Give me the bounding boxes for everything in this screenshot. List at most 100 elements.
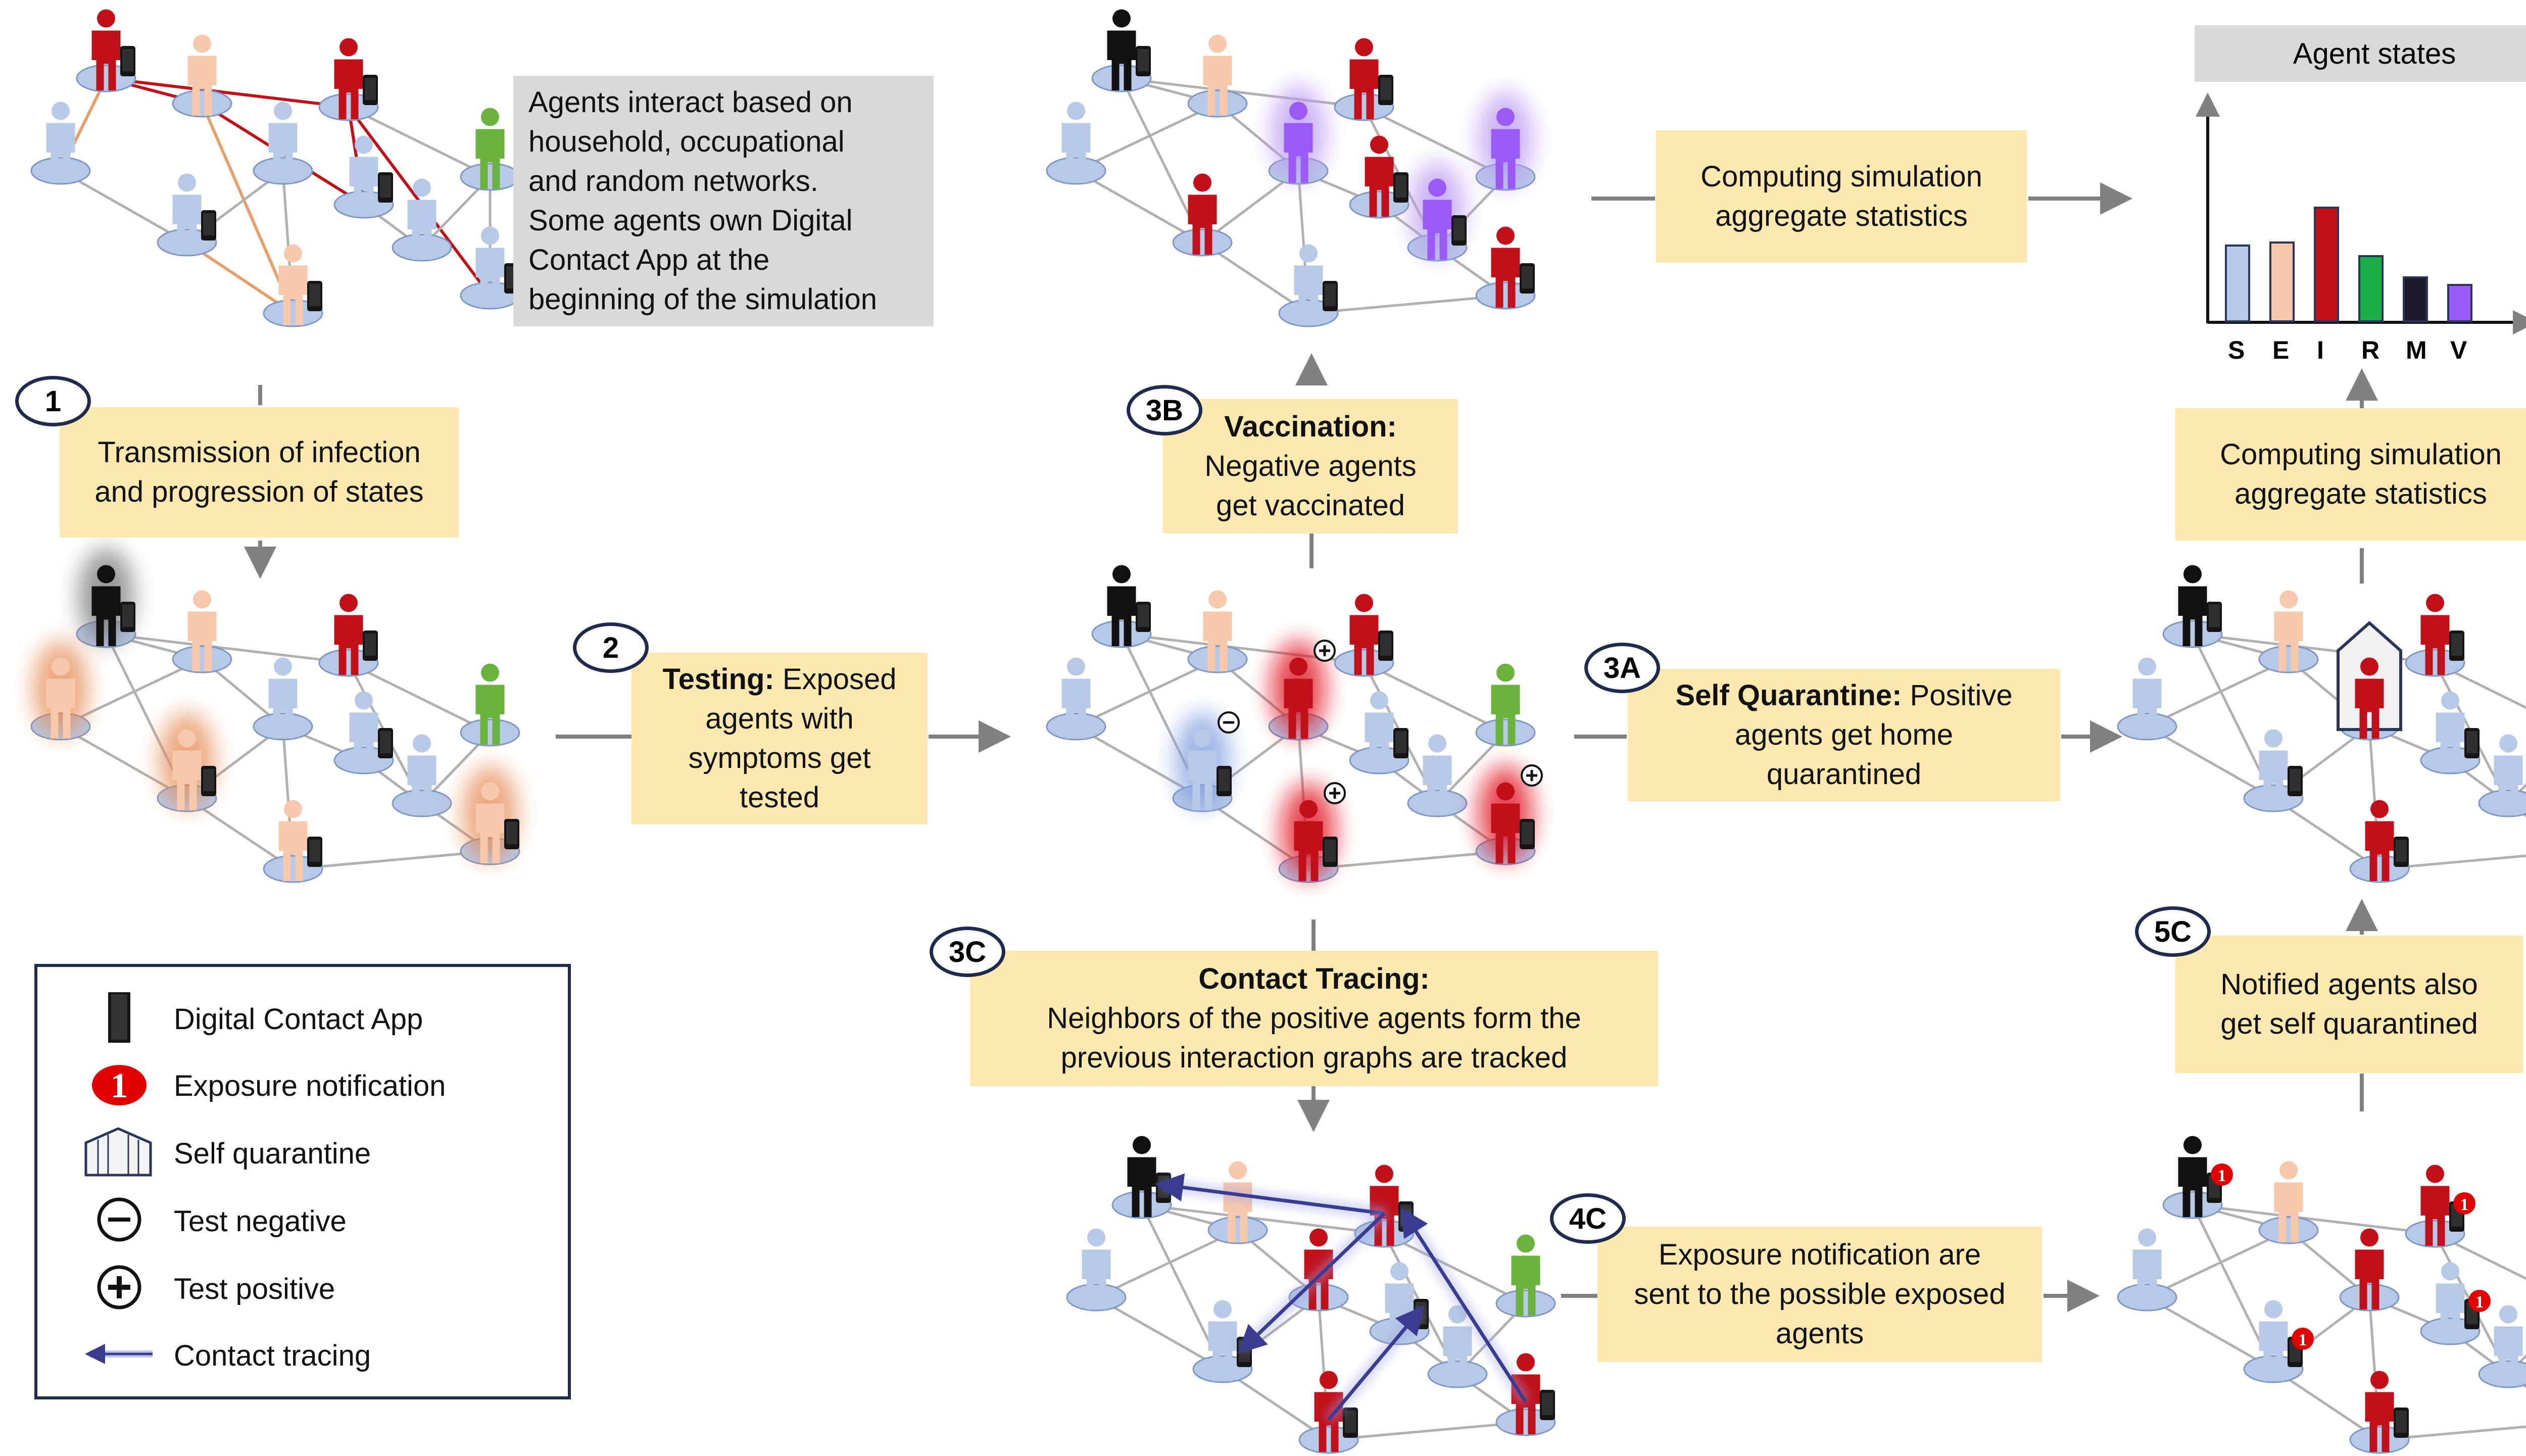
notification-glyph: 1: [2218, 1167, 2226, 1185]
minus-circle-icon: [97, 1197, 141, 1242]
network-edge: [1075, 658, 1219, 728]
bar-R: [2358, 255, 2384, 322]
phone-icon: [108, 992, 130, 1043]
tick-label: S: [2228, 336, 2245, 364]
notification-icon: [2292, 1328, 2314, 1350]
step-3b-box: Vaccination: Negative agents get vaccina…: [1163, 399, 1458, 533]
network-node: [460, 718, 520, 747]
network-node: [460, 163, 520, 191]
bar-V: [2447, 284, 2472, 322]
arrow-left-icon: [85, 1344, 153, 1364]
phone-icon: [201, 766, 216, 796]
network-edge: [2379, 854, 2526, 870]
legend: Digital Contact App 1 Exposure notificat…: [34, 964, 571, 1399]
network-edge: [60, 169, 188, 244]
network-node: [172, 89, 232, 118]
network-node: [1407, 789, 1468, 817]
step-3a-line: agents get home: [1734, 718, 1954, 751]
phone-icon: [307, 281, 322, 311]
step-2-badge: 2: [573, 622, 649, 673]
phone-icon: [2449, 630, 2464, 661]
step-3a-rest: Positive: [1902, 679, 2013, 712]
step-1-line: and progression of states: [94, 475, 424, 508]
step-3a-title-line: Self Quarantine: Positive: [1675, 676, 2012, 715]
bar-I: [2314, 207, 2339, 322]
tracing-arrow: [1237, 1212, 1386, 1354]
step-5c-line: get self quarantined: [2220, 1007, 2478, 1040]
network-testing: [1046, 565, 1543, 883]
network-edge: [1201, 241, 1309, 315]
legend-item: Self quarantine: [37, 1122, 568, 1182]
step-3c-box: Contact Tracing: Neighbors of the positi…: [970, 951, 1658, 1086]
step-3b-badge: 3B: [1127, 385, 1202, 435]
step-3c-line: Neighbors of the positive agents form th…: [1047, 1002, 1581, 1035]
legend-item: 1 Exposure notification: [37, 1054, 568, 1114]
phone-icon: [1451, 215, 1467, 246]
network-edge: [2379, 1425, 2526, 1441]
step-3b-line: Negative agents: [1204, 450, 1417, 482]
network-node: [1475, 718, 1536, 747]
network-node: [392, 789, 452, 817]
phone-icon: [2394, 1408, 2409, 1438]
house-icon: [84, 1127, 152, 1177]
network-edge: [293, 850, 491, 870]
network-node: [1066, 1283, 1127, 1312]
phone-icon: [201, 210, 216, 240]
step-1-line: Transmission of infection: [98, 436, 421, 469]
phone-icon: [1323, 837, 1338, 867]
network-edge: [2434, 1232, 2526, 1280]
network-edge: [2146, 1229, 2290, 1299]
network-node: [253, 712, 313, 741]
agent-states-chart: [2196, 92, 2526, 334]
phone-icon: [2207, 602, 2222, 632]
step-2-box: Testing: Exposed agents with symptoms ge…: [632, 653, 928, 824]
tick-label: E: [2272, 336, 2290, 364]
network-node: [392, 233, 452, 262]
network-node: [30, 157, 91, 185]
network-node: [2339, 1283, 2400, 1312]
network-edge: [1363, 106, 1507, 178]
network-edge: [2192, 1203, 2436, 1235]
step-2-line: agents with: [705, 702, 854, 735]
phone-icon: [1520, 263, 1535, 294]
network-node: [2258, 1216, 2319, 1244]
step-3b-line: get vaccinated: [1216, 489, 1405, 522]
network-node: [253, 157, 313, 185]
network-edge: [2272, 1368, 2381, 1441]
intro-line: household, occupational: [528, 125, 845, 158]
step-2-line: tested: [740, 781, 819, 814]
network-edge: [2146, 1296, 2274, 1371]
intro-line: Some agents own Digital: [528, 204, 853, 237]
network-edge: [1201, 169, 1299, 244]
notification-glyph: 1: [2475, 1293, 2484, 1312]
network-node: [1207, 1216, 1268, 1244]
network-edge: [348, 106, 491, 178]
step-5c-badge: 5C: [2135, 906, 2211, 957]
network-vaccination: [1046, 9, 1536, 327]
network-edge: [60, 658, 203, 728]
agg-right-line: aggregate statistics: [2234, 477, 2487, 510]
step-3c-line: previous interaction graphs are tracked: [1060, 1041, 1568, 1074]
network-node: [2258, 645, 2319, 673]
step-4c-badge: 4C: [1550, 1193, 1626, 1244]
tracing-arrow: [1400, 1207, 1527, 1403]
flow-arrows: [244, 182, 2378, 1312]
phone-icon: [1343, 1408, 1358, 1438]
phone-icon: [1136, 602, 1151, 632]
tick-label: R: [2361, 336, 2380, 364]
step-1-badge: 1: [15, 376, 91, 426]
legend-item: Test positive: [37, 1257, 568, 1318]
network-node: [172, 645, 232, 673]
notification-icon: [2468, 1290, 2491, 1312]
phone-icon: [1378, 75, 1393, 105]
network-edge: [1222, 1368, 1330, 1441]
intro-line: beginning of the simulation: [528, 283, 878, 316]
chart-title: Agent states: [2195, 25, 2526, 82]
network-edge: [1328, 1421, 1526, 1441]
phone-icon: [2288, 766, 2303, 796]
network-node: [2117, 712, 2177, 741]
network-edge: [1095, 1296, 1224, 1371]
agg-right-line: Computing simulation: [2220, 438, 2502, 471]
